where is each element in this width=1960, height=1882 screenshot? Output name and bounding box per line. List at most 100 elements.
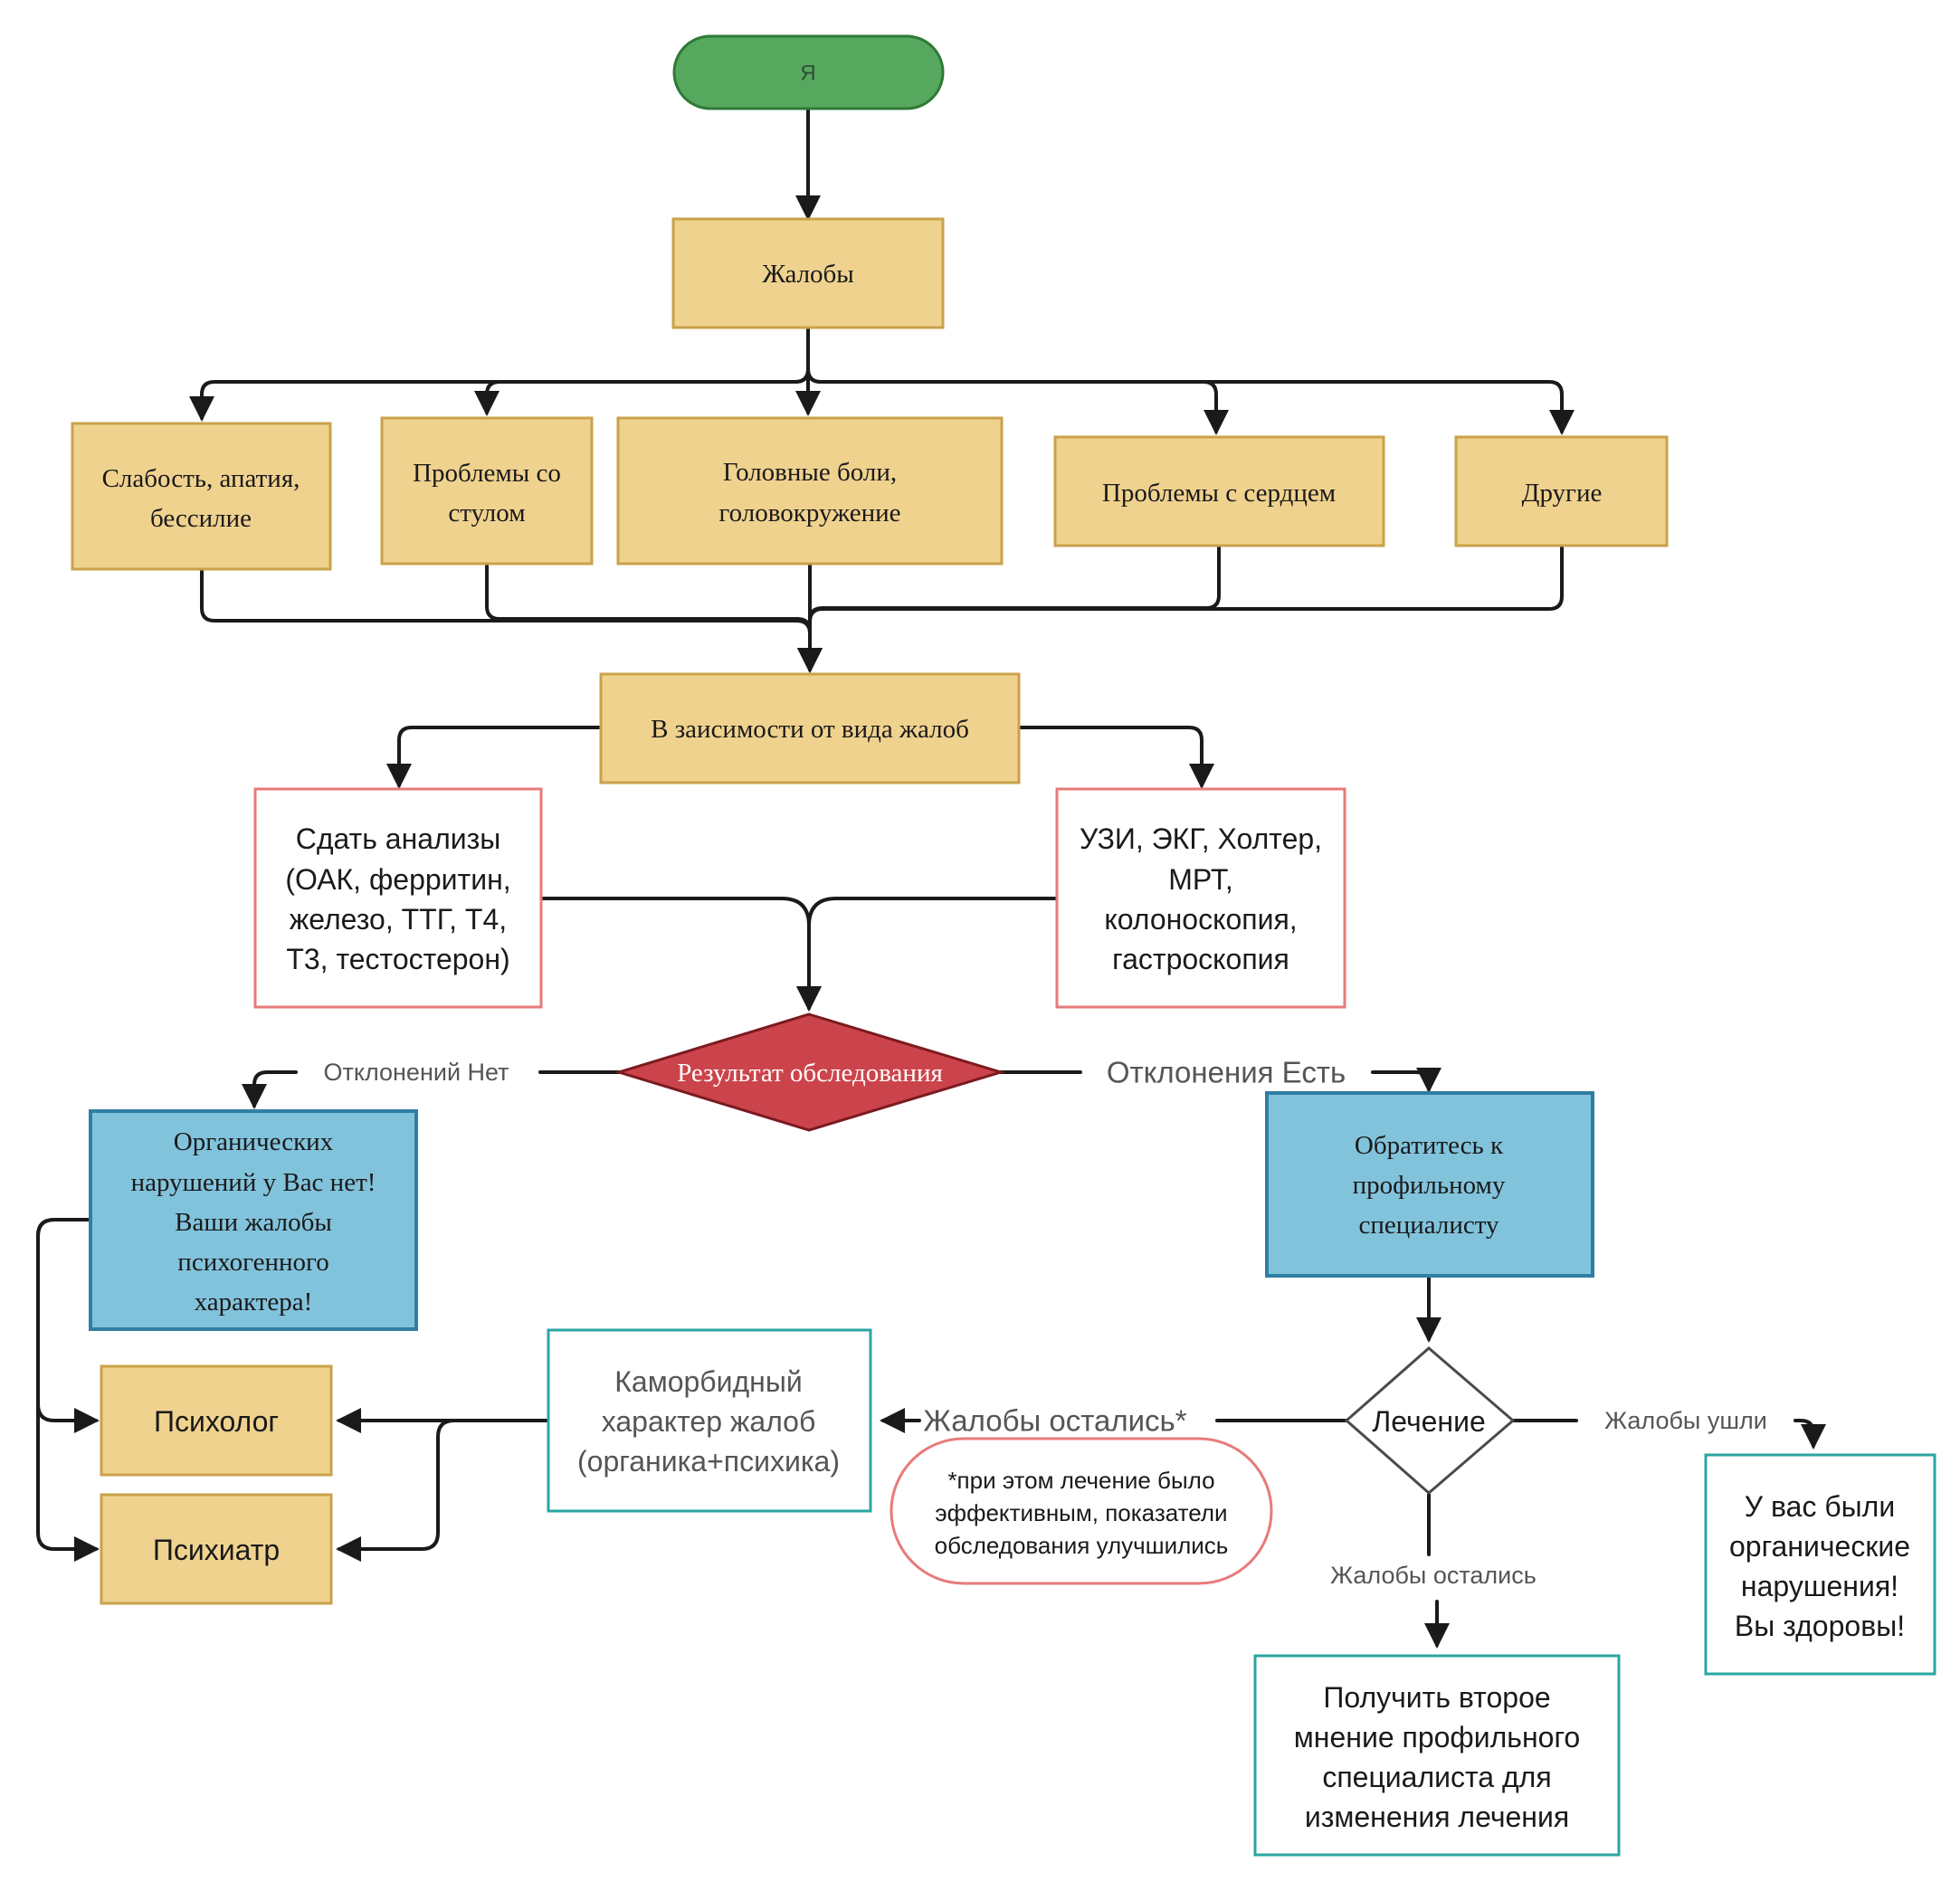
depending-box — [599, 672, 1021, 784]
other-node: Другие — [1454, 435, 1669, 547]
comorbid-label-line-1: Каморбидный — [614, 1365, 802, 1398]
comorbid-box — [547, 1328, 872, 1513]
tests-label-line-4: Т3, тестостерон) — [286, 943, 509, 975]
healthy-label-line-1: У вас были — [1745, 1490, 1895, 1523]
edge-complaints-to-weakness — [189, 326, 810, 422]
second-opinion-box — [1253, 1654, 1621, 1857]
edge-result-to-specialist — [999, 1072, 1429, 1089]
healthy-label-line-2: органические — [1729, 1530, 1910, 1563]
edge-stool-to-depending — [485, 561, 823, 673]
treatment-note-line-3: обследования улучшились — [935, 1532, 1229, 1559]
edge-comorbid-to-psychiatrist — [336, 1419, 550, 1562]
psychologist-node: Психолог — [100, 1364, 333, 1477]
specialist-node: Обратитесь к профильному специалисту — [1265, 1091, 1594, 1278]
other-box — [1454, 435, 1669, 547]
specialist-box — [1265, 1091, 1594, 1278]
psychiatrist-label: Психиатр — [153, 1534, 280, 1566]
label-deviations-yes: Отклонения Есть — [1107, 1056, 1346, 1089]
no-organic-label-line-4: психогенного — [177, 1248, 328, 1277]
healthy-node: У вас были органические нарушения! Вы зд… — [1704, 1453, 1936, 1676]
edge-treatment-to-healthy — [1511, 1419, 1813, 1446]
weakness-node: Слабость, апатия, бессилие — [71, 422, 332, 571]
result-decision-node: Результат обследования — [614, 1012, 1006, 1132]
depending-label: В заисимости от вида жалоб — [651, 715, 969, 744]
tests-label-line-2: (ОАК, ферритин, — [285, 863, 510, 896]
exams-label-line-2: МРТ, — [1168, 863, 1232, 896]
headache-label-line-2: головокружение — [718, 499, 900, 528]
treatment-note-line-2: эффективным, показатели — [935, 1499, 1227, 1526]
edge-other-to-depending — [797, 544, 1564, 673]
weakness-label-line-2: бессилие — [150, 504, 252, 533]
tests-node: Сдать анализы (ОАК, ферритин, железо, ТТ… — [253, 787, 543, 1009]
label-complaints-gone: Жалобы ушли — [1604, 1407, 1767, 1434]
treatment-label: Лечение — [1372, 1405, 1486, 1438]
no-organic-label-line-1: Органических — [174, 1127, 334, 1156]
edge-complaints-to-heart — [806, 326, 1229, 435]
weakness-label-line-1: Слабость, апатия, — [102, 464, 300, 493]
psychiatrist-node: Психиатр — [100, 1493, 333, 1605]
edge-labels: Отклонений Нет Отклонения Есть Жалобы ос… — [323, 1056, 1766, 1590]
second-opinion-label-line-1: Получить второе — [1323, 1681, 1550, 1714]
comorbid-label-line-2: характер жалоб — [602, 1405, 816, 1438]
edge-no-organic-to-psychologist — [36, 1218, 100, 1433]
complaints-label: Жалобы — [762, 260, 854, 289]
specialist-label-line-2: профильному — [1353, 1171, 1506, 1200]
result-diamond-shape — [614, 1012, 1006, 1132]
headache-label-line-1: Головные боли, — [723, 458, 897, 487]
second-opinion-label-line-2: мнение профильного — [1294, 1721, 1580, 1754]
start-label: Я — [800, 62, 815, 86]
headache-box — [616, 416, 1004, 566]
treatment-decision-node: Лечение — [1344, 1346, 1516, 1495]
treatment-diamond-shape — [1344, 1346, 1516, 1495]
heart-node: Проблемы с сердцем — [1053, 435, 1385, 547]
treatment-note-node: *при этом лечение было эффективным, пока… — [890, 1437, 1273, 1585]
edge-no-organic-to-psychiatrist — [36, 1218, 100, 1562]
specialist-label-line-3: специалисту — [1358, 1211, 1499, 1240]
label-no-deviations: Отклонений Нет — [323, 1059, 509, 1086]
second-opinion-label-line-3: специалиста для — [1322, 1761, 1551, 1793]
headache-node: Головные боли, головокружение — [616, 416, 1004, 566]
complaints-box — [671, 217, 945, 329]
edge-depending-to-tests — [386, 726, 603, 789]
healthy-label-line-4: Вы здоровы! — [1735, 1610, 1905, 1642]
healthy-label-line-3: нарушения! — [1741, 1570, 1898, 1602]
second-opinion-label-line-4: изменения лечения — [1305, 1801, 1569, 1833]
depending-node: В заисимости от вида жалоб — [599, 672, 1021, 784]
treatment-note-line-1: *при этом лечение было — [947, 1467, 1214, 1494]
exams-box — [1055, 787, 1346, 1009]
exams-label-line-4: гастроскопия — [1112, 943, 1289, 975]
edge-complaints-to-other — [806, 326, 1575, 435]
second-opinion-node: Получить второе мнение профильного специ… — [1253, 1654, 1621, 1857]
heart-box — [1053, 435, 1385, 547]
stool-label-line-2: стулом — [448, 499, 525, 528]
comorbid-label-line-3: (органика+психика) — [577, 1445, 840, 1478]
tests-box — [253, 787, 543, 1009]
no-organic-box — [89, 1109, 418, 1331]
complaints-node: Жалобы — [671, 217, 945, 329]
exams-label-line-1: УЗИ, ЭКГ, Холтер, — [1080, 822, 1322, 855]
stool-label-line-1: Проблемы со — [413, 459, 561, 488]
no-organic-node: Органических нарушений у Вас нет! Ваши ж… — [89, 1109, 418, 1331]
exams-node: УЗИ, ЭКГ, Холтер, МРТ, колоноскопия, гас… — [1055, 787, 1346, 1009]
psychiatrist-box — [100, 1493, 333, 1605]
no-organic-label-line-2: нарушений у Вас нет! — [131, 1168, 376, 1197]
other-label: Другие — [1522, 479, 1603, 508]
stool-node: Проблемы со стулом — [380, 416, 594, 566]
edge-treatment-to-second-opinion — [1429, 1493, 1437, 1645]
edge-depending-to-exams — [1017, 726, 1214, 789]
exams-label-line-3: колоноскопия, — [1104, 903, 1297, 936]
heart-label: Проблемы с сердцем — [1102, 479, 1336, 508]
psychologist-box — [100, 1364, 333, 1477]
edge-exams-to-result — [796, 897, 1059, 1012]
treatment-note-shape — [890, 1437, 1273, 1585]
comorbid-node: Каморбидный характер жалоб (органика+пси… — [547, 1328, 872, 1513]
edge-result-to-no-organic — [254, 1070, 621, 1106]
tests-label-line-3: железо, ТТГ, Т4, — [290, 903, 507, 936]
no-organic-label-line-3: Ваши жалобы — [175, 1208, 332, 1237]
start-terminator-shape — [672, 34, 945, 110]
label-complaints-remain-star: Жалобы остались* — [923, 1404, 1186, 1438]
edge-complaints-to-stool — [474, 326, 810, 416]
weakness-box — [71, 422, 332, 571]
psychologist-label: Психолог — [154, 1405, 279, 1438]
